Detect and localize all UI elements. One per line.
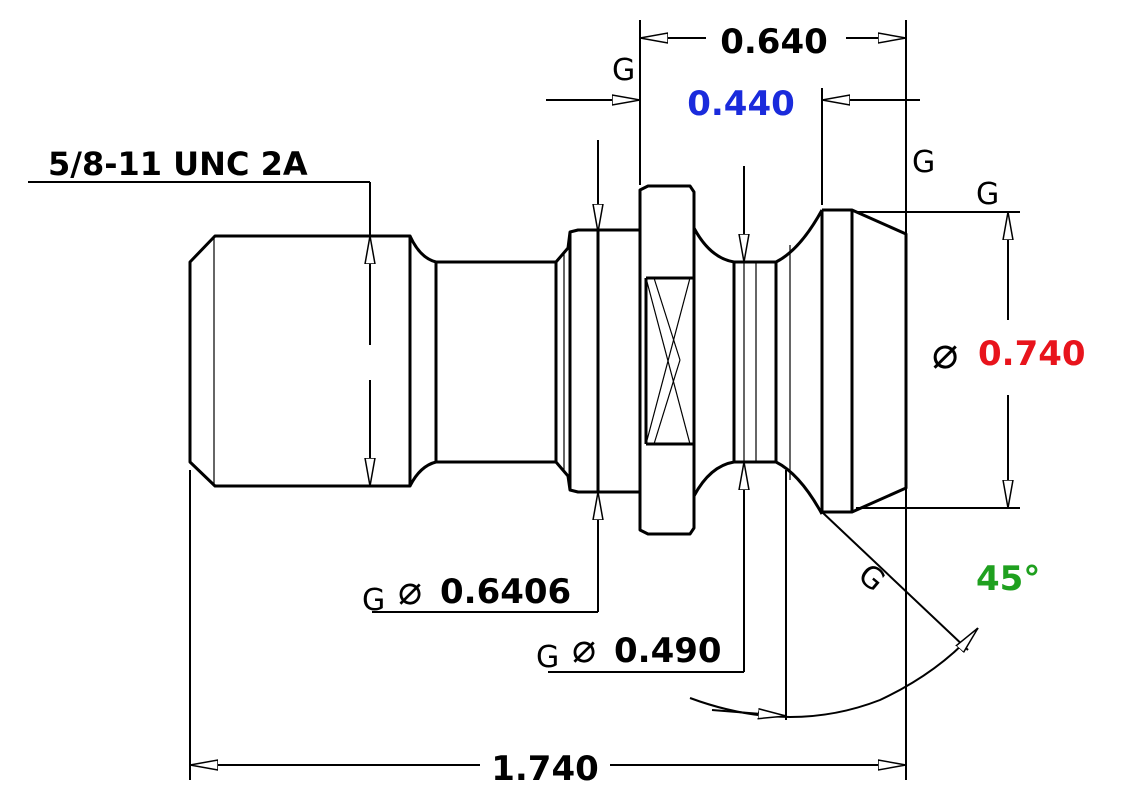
diameter-symbol-head: ⌀: [932, 328, 959, 379]
leader-lines: [28, 181, 744, 673]
dimension-lines: [190, 38, 1008, 765]
grind-mark-neck: G: [612, 53, 635, 88]
grind-mark-head: G: [912, 145, 935, 180]
dim-head-diameter: 0.740: [978, 334, 1086, 374]
groove: [692, 227, 736, 497]
flange: [638, 184, 696, 536]
grind-mark-head-diameter: G: [976, 177, 999, 212]
shank: [436, 260, 558, 464]
detail-lines: [213, 236, 791, 486]
dim-chamfer-angle: 45°: [976, 559, 1040, 599]
thread-callout: 5/8-11 UNC 2A: [48, 145, 308, 183]
grind-mark-groove: G: [536, 640, 559, 675]
thread-section: [188, 234, 412, 488]
diameter-symbol-groove: ⌀: [572, 626, 596, 672]
extension-lines: [189, 20, 1020, 780]
collar-step: [554, 230, 572, 492]
dim-head-length: 0.640: [720, 22, 828, 62]
diameter-symbol-collar: ⌀: [398, 568, 422, 614]
thread-relief: [408, 235, 438, 487]
grind-mark-chamfer: G: [851, 557, 891, 599]
dim-collar-diameter: 0.6406: [440, 572, 571, 612]
collar: [569, 228, 642, 494]
dim-overall-length: 1.740: [491, 749, 599, 789]
grind-mark-collar: G: [362, 583, 385, 618]
dim-neck-length: 0.440: [687, 84, 795, 124]
part-outline: [188, 184, 908, 536]
head: [822, 208, 908, 514]
dim-groove-diameter: 0.490: [614, 631, 722, 671]
